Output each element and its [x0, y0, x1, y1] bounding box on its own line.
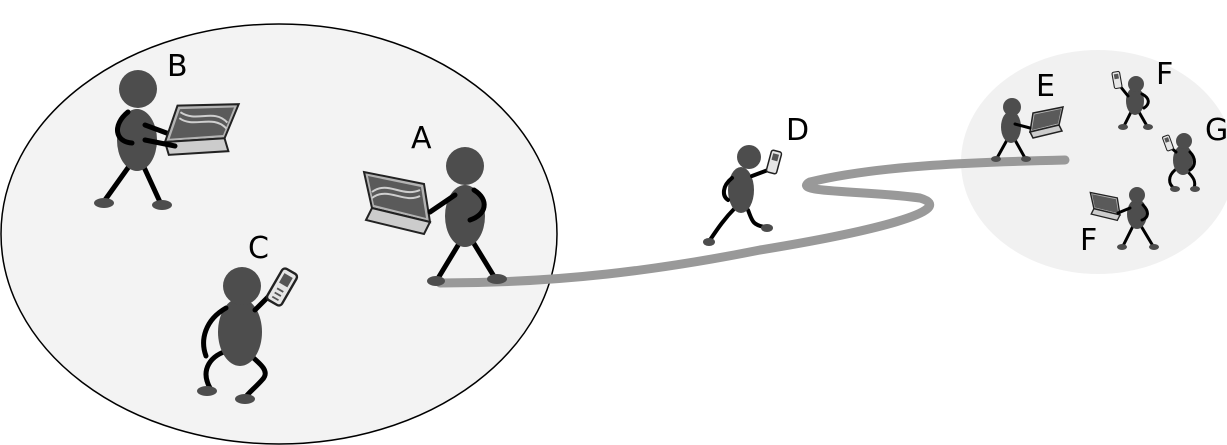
- label-b: B: [167, 49, 188, 84]
- person-f-top: [1111, 70, 1153, 130]
- person-b: [94, 70, 241, 210]
- phone-icon: [1111, 70, 1123, 90]
- person-a: [363, 147, 507, 286]
- laptop-icon: [1089, 191, 1121, 222]
- laptop-icon: [1028, 106, 1064, 139]
- label-e: E: [1036, 69, 1055, 104]
- person-e: [991, 98, 1064, 162]
- phone-icon: [265, 267, 299, 307]
- label-g: G: [1205, 113, 1227, 148]
- label-c: C: [248, 231, 269, 266]
- label-a: A: [411, 121, 432, 156]
- person-c: [197, 267, 299, 404]
- person-d: [703, 145, 783, 246]
- label-d: D: [786, 113, 809, 148]
- far-network-zone: [961, 50, 1227, 274]
- label-f-bottom: F: [1080, 223, 1097, 258]
- person-f-bottom: [1089, 187, 1159, 250]
- person-g: [1162, 133, 1200, 192]
- label-f-top: F: [1156, 57, 1173, 92]
- laptop-icon: [163, 103, 241, 156]
- phone-icon: [765, 149, 783, 175]
- phone-icon: [1162, 134, 1174, 152]
- travel-path: [435, 155, 1070, 288]
